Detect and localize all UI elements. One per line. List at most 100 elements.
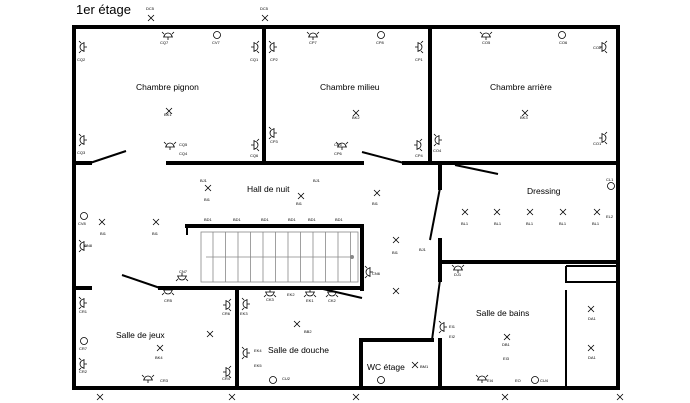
tag: CO5 [482,40,491,45]
tag: EK1 [306,298,314,303]
tag: CP4 [415,153,424,158]
meter-icon [531,376,539,384]
room-salle-de-jeux: Salle de jeux [116,330,165,340]
tag: BK4 [155,355,163,360]
floor-title: 1er étage [76,2,131,17]
tag: CQ2 [77,57,86,62]
socket-icon [78,239,87,253]
socket-icon [78,296,87,310]
light-point-icon [503,333,511,341]
light-point-icon [98,218,106,226]
room-wc-etage: WC étage [367,362,405,372]
light-point-icon [352,393,360,401]
tag: BD1 [335,217,344,222]
socket-icon [161,31,175,40]
tag: CN6 [372,271,381,276]
tag: EK5 [254,363,262,368]
socket-icon [451,264,465,273]
tag: DC5 [146,6,155,11]
light-point-icon [204,184,212,192]
socket-icon [268,126,277,140]
light-point-icon [156,344,164,352]
light-point-icon [152,218,160,226]
light-point-icon [261,14,269,22]
socket-icon [335,141,349,150]
tag: CR6 [222,311,231,316]
light-point-icon [461,208,469,216]
meter-icon [607,182,615,190]
socket-icon [241,346,250,360]
tag: BJ1 [419,247,427,252]
tag: CU4 [540,378,549,383]
room-dressing: Dressing [527,186,561,196]
socket-icon [141,374,155,383]
tag: EI4 [487,378,494,383]
light-point-icon [147,14,155,22]
tag: CO1 [593,141,602,146]
socket-icon [303,289,317,298]
tag: BM1 [420,364,429,369]
meter-icon [213,31,221,39]
tag: BD1 [288,217,297,222]
tag: BL1 [494,221,502,226]
tag: EI2 [449,334,456,339]
tag: CV7 [212,40,221,45]
equipment-tags: DC5 DC5 CQ7 CV7 CQ2 CQ1 BK1 CQ3 CQ5 CQ4 … [77,6,614,383]
meter-icon [377,376,385,384]
light-point-icon [521,109,529,117]
light-point-icon [587,305,595,313]
tag: CK3 [266,297,275,302]
tag: BK2 [352,115,360,120]
tag: CR2 [79,369,88,374]
tag: CO6 [559,40,568,45]
socket-icon [223,365,232,379]
room-hall-de-nuit: Hall de nuit [247,184,290,194]
tag: BL1 [526,221,534,226]
light-point-icon [616,393,624,401]
tag: CN8 [84,243,93,248]
tag: CK2 [328,298,337,303]
tag: BI1 [296,201,303,206]
tag: EI1 [449,324,456,329]
tag: DB1 [502,342,511,347]
socket-icon [223,298,232,312]
light-point-icon [593,208,601,216]
light-points [96,14,624,401]
tag: CP7 [309,40,318,45]
socket-icon [306,31,320,40]
tag: CP2 [270,57,279,62]
light-point-icon [526,208,534,216]
socket-icon [78,357,87,371]
tag: CR3 [160,378,169,383]
room-chambre-milieu: Chambre milieu [320,82,380,92]
light-point-icon [587,344,595,352]
tag: CR1 [79,309,88,314]
socket-icon [161,287,175,296]
socket-icon [251,138,260,152]
socket-icon [479,31,493,40]
tag: EL2 [606,214,614,219]
tag: CO4 [433,148,442,153]
socket-icon [438,320,447,334]
room-salle-de-bains: Salle de bains [476,308,529,318]
light-point-icon [165,107,173,115]
tag: CP5 [334,142,343,147]
socket-icon [163,141,177,150]
socket-icon [433,133,442,147]
light-point-icon [493,208,501,216]
tag: CP8 [376,40,385,45]
tag: BJ1 [313,178,321,183]
tag: DC5 [260,6,269,11]
light-point-icon [293,320,301,328]
light-point-icon [96,393,104,401]
light-point-icon [411,361,419,369]
tag: EI3 [503,356,510,361]
meter-symbols [80,31,615,384]
socket-icon [251,40,260,54]
light-point-icon [373,189,381,197]
socket-icon [78,133,87,147]
room-labels: Chambre pignon Chambre milieu Chambre ar… [116,82,561,372]
tag: CR5 [164,298,173,303]
socket-symbols [78,31,608,383]
